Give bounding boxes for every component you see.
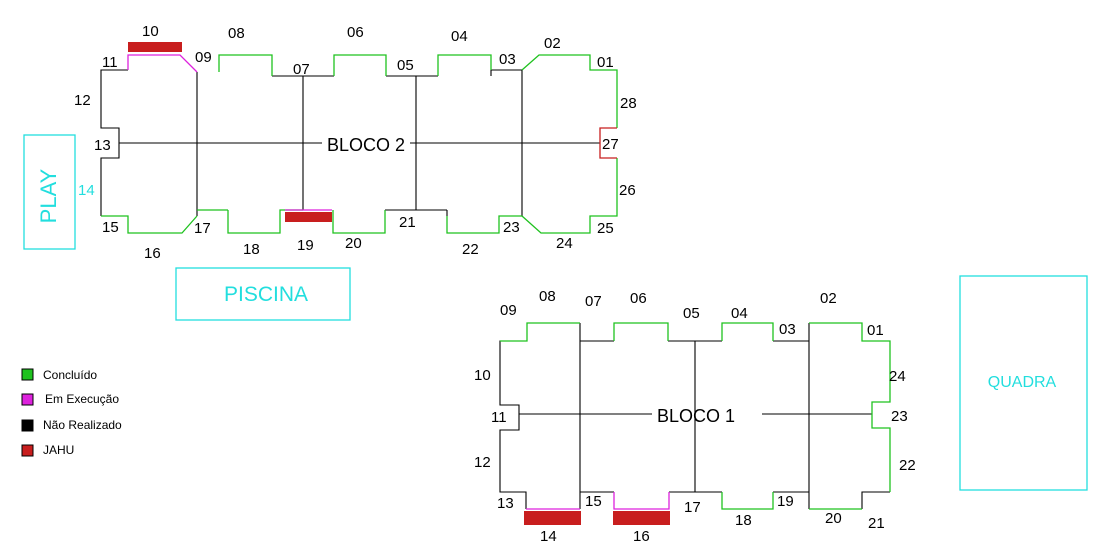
quadra-label: QUADRA [988, 374, 1057, 391]
b1-label-12: 12 [474, 454, 491, 471]
legend-concluido: Concluído [43, 368, 97, 382]
b2-label-09: 09 [195, 49, 212, 66]
b2-label-12: 12 [74, 92, 91, 109]
b2-label-22: 22 [462, 241, 479, 258]
b1-label-06: 06 [630, 290, 647, 307]
b2-label-04: 04 [451, 28, 468, 45]
bloco-2: BLOCO 2 01 02 03 04 05 06 07 08 09 10 11… [74, 23, 637, 262]
b1-label-07: 07 [585, 293, 602, 310]
b2-label-25: 25 [597, 220, 614, 237]
legend-em-execucao: Em Execução [45, 392, 119, 406]
b2-label-10: 10 [142, 23, 159, 40]
jahu-bar-19 [285, 212, 332, 222]
legend-swatch-nao-realizado [21, 419, 34, 432]
legend-swatch-concluido [21, 368, 34, 381]
b1-label-20: 20 [825, 510, 842, 527]
play-area: PLAY [23, 134, 76, 250]
b2-label-21: 21 [399, 214, 416, 231]
b2-label-26: 26 [619, 182, 636, 199]
b2-label-14: 14 [78, 182, 95, 199]
b1-label-16: 16 [633, 528, 650, 545]
b1-label-10: 10 [474, 367, 491, 384]
b2-label-13: 13 [94, 137, 111, 154]
legend: Concluído Em Execução Não Realizado JAHU [21, 368, 122, 457]
b1-label-04: 04 [731, 305, 748, 322]
b2-label-23: 23 [503, 219, 520, 236]
b2-label-07: 07 [293, 61, 310, 78]
b1-label-14: 14 [540, 528, 557, 545]
jahu-bar-14 [524, 511, 581, 525]
b2-label-05: 05 [397, 57, 414, 74]
b1-label-18: 18 [735, 512, 752, 529]
b1-label-09: 09 [500, 302, 517, 319]
b1-label-22: 22 [899, 457, 916, 474]
b1-label-02: 02 [820, 290, 837, 307]
legend-swatch-em-execucao [21, 393, 34, 406]
legend-swatch-jahu [21, 444, 34, 457]
play-label: PLAY [36, 168, 61, 223]
b1-label-13: 13 [497, 495, 514, 512]
legend-nao-realizado: Não Realizado [43, 418, 122, 432]
jahu-bar-10 [128, 42, 182, 52]
b2-label-19: 19 [297, 237, 314, 254]
b2-label-02: 02 [544, 35, 561, 52]
b2-label-27: 27 [602, 136, 619, 153]
b2-label-28: 28 [620, 95, 637, 112]
b2-label-16: 16 [144, 245, 161, 262]
b2-label-24: 24 [556, 235, 573, 252]
b2-label-11: 11 [102, 54, 118, 71]
piscina-label: PISCINA [224, 283, 308, 306]
b1-label-01: 01 [867, 322, 884, 339]
b2-label-15: 15 [102, 219, 119, 236]
b2-label-06: 06 [347, 24, 364, 41]
b1-label-15: 15 [585, 493, 602, 510]
bloco-1-title: BLOCO 1 [657, 406, 735, 426]
b2-label-01: 01 [597, 54, 614, 71]
b2-label-08: 08 [228, 25, 245, 42]
piscina-area: PISCINA [175, 267, 351, 321]
b2-label-20: 20 [345, 235, 362, 252]
b2-label-17: 17 [194, 220, 211, 237]
b1-label-17: 17 [684, 499, 701, 516]
bloco-2-title: BLOCO 2 [327, 135, 405, 155]
b1-label-08: 08 [539, 288, 556, 305]
b1-label-23: 23 [891, 408, 908, 425]
b1-label-19: 19 [777, 493, 794, 510]
b1-label-21: 21 [868, 515, 885, 532]
quadra-area: QUADRA [959, 275, 1088, 491]
b1-label-05: 05 [683, 305, 700, 322]
b1-label-03: 03 [779, 321, 796, 338]
b2-label-18: 18 [243, 241, 260, 258]
bloco-1: BLOCO 1 01 02 03 04 05 06 07 08 09 10 11… [474, 288, 916, 545]
legend-jahu: JAHU [43, 443, 74, 457]
b2-label-03: 03 [499, 51, 516, 68]
b1-label-11: 11 [491, 409, 507, 426]
jahu-bar-16 [613, 511, 670, 525]
b1-label-24: 24 [889, 368, 906, 385]
